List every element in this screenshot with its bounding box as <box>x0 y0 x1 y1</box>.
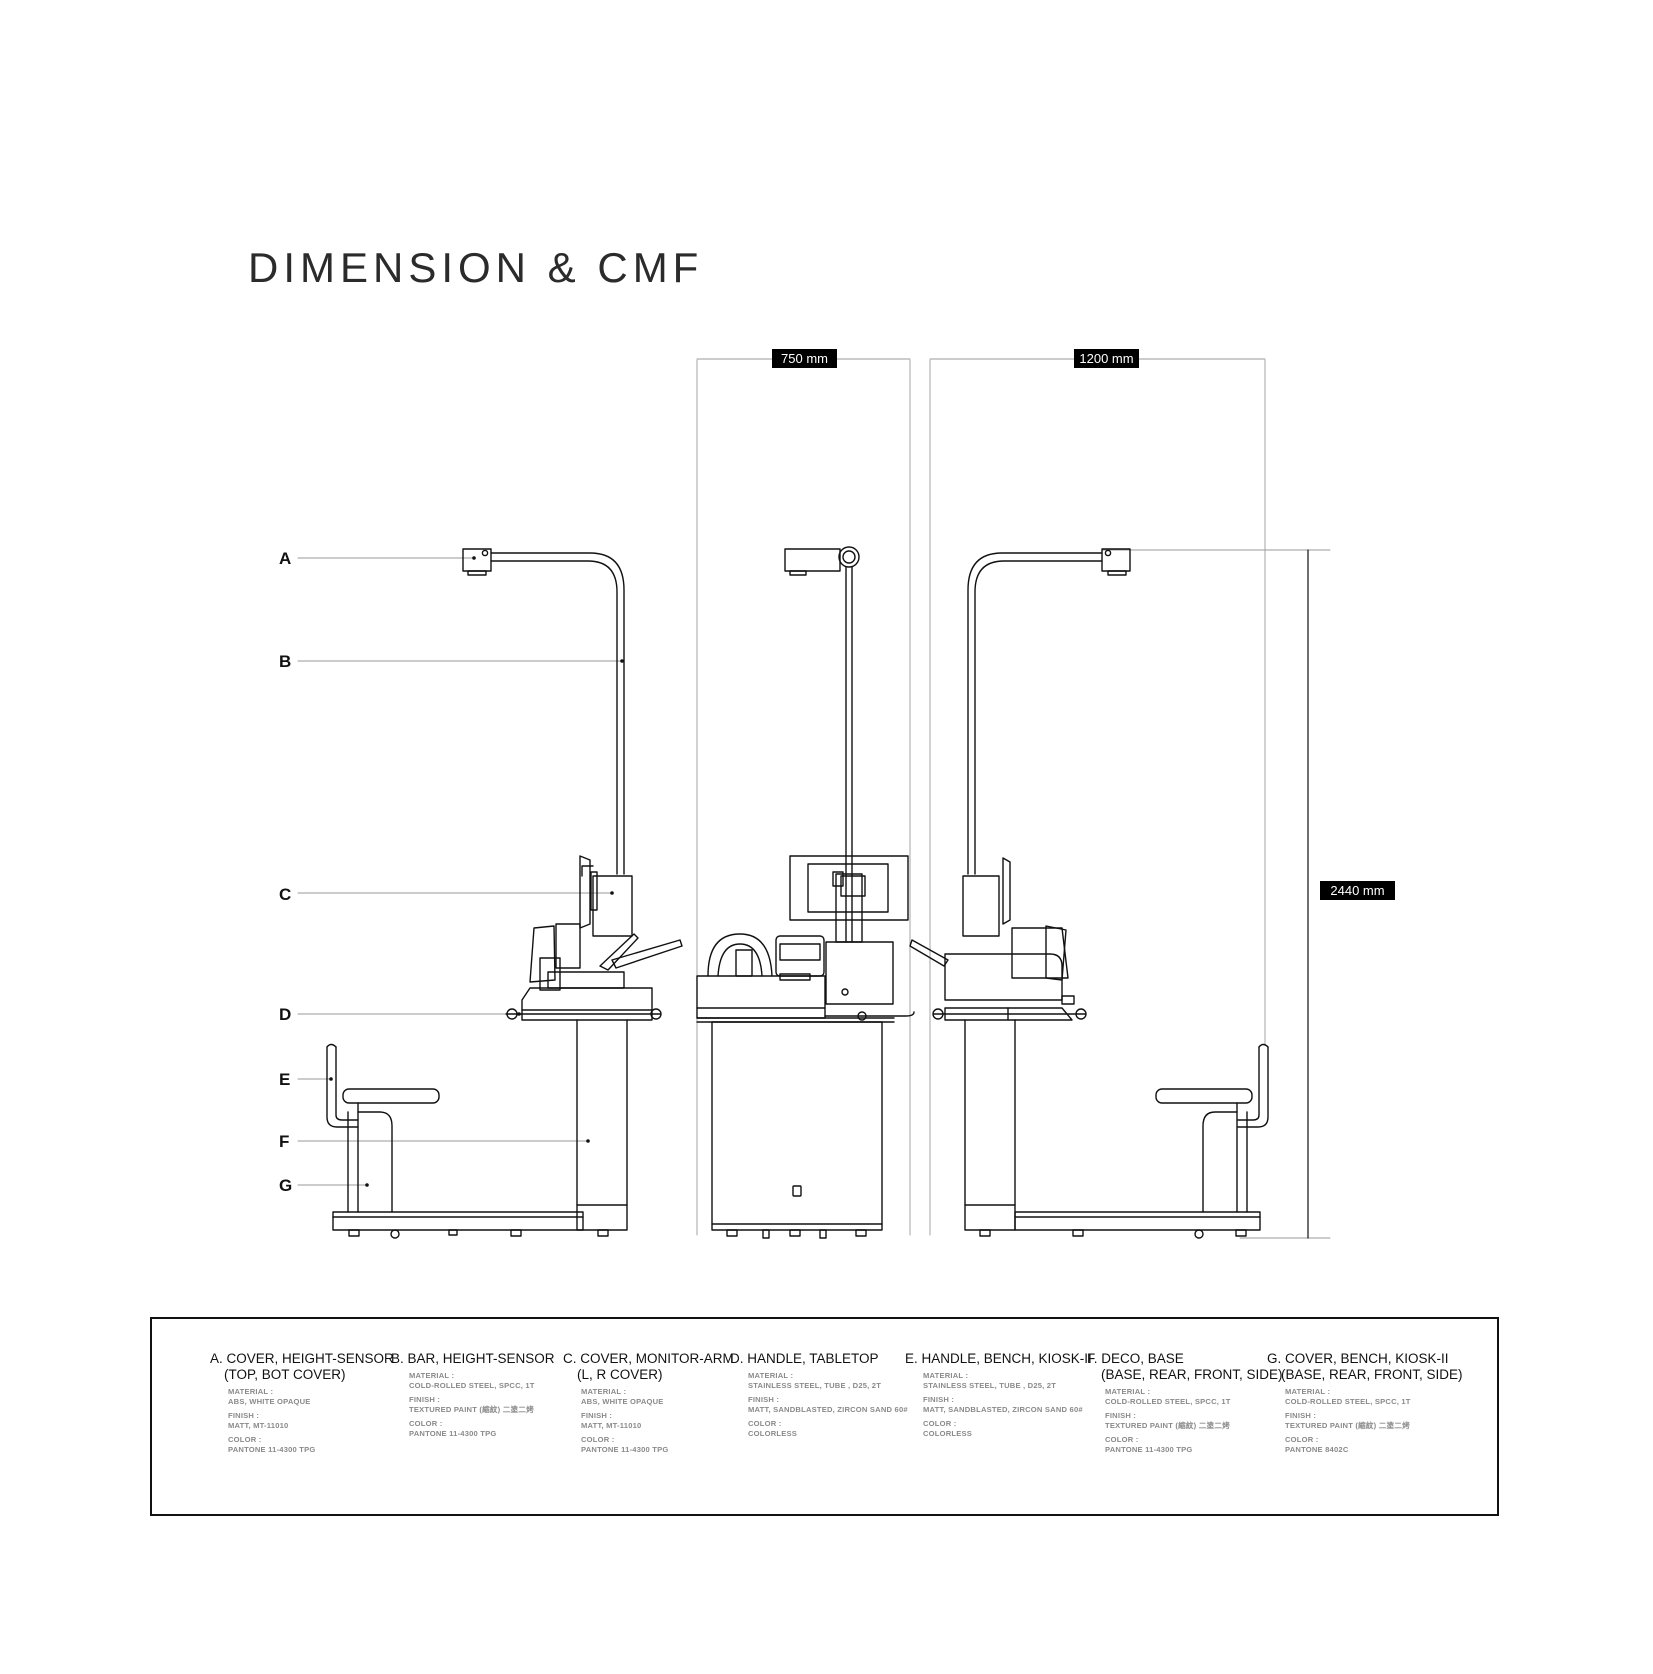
color-value: PANTONE 8402C <box>1285 1444 1349 1454</box>
dimension-width-text: 1200 mm <box>1079 351 1133 366</box>
legend-item-specs: MATERIAL : STAINLESS STEEL, TUBE , D25, … <box>923 1371 1092 1439</box>
color-label: COLOR : <box>409 1419 443 1429</box>
finish-label: FINISH : <box>228 1411 260 1421</box>
color-label: COLOR : <box>1105 1435 1139 1445</box>
callout-letter-e: E <box>279 1070 290 1089</box>
finish-value: MATT, SANDBLASTED, ZIRCON SAND 60# <box>748 1404 908 1414</box>
finish-value: MATT, MT-11010 <box>581 1420 642 1430</box>
finish-value: MATT, SANDBLASTED, ZIRCON SAND 60# <box>923 1404 1083 1414</box>
color-label: COLOR : <box>581 1435 615 1445</box>
legend-item-title: A. COVER, HEIGHT-SENSOR <box>210 1351 394 1366</box>
material-value: ABS, WHITE OPAQUE <box>228 1396 311 1406</box>
callout-letter-g: G <box>279 1176 292 1195</box>
color-value: PANTONE 11-4300 TPG <box>581 1444 669 1454</box>
legend-item-title: C. COVER, MONITOR-ARM <box>563 1351 734 1366</box>
color-value: COLORLESS <box>923 1428 973 1438</box>
dimension-label-height: 2440 mm <box>1320 881 1395 900</box>
legend-item-specs: MATERIAL : COLD-ROLLED STEEL, SPCC, 1T F… <box>409 1371 555 1439</box>
callout-dots <box>329 556 624 1187</box>
legend-item-specs: MATERIAL : COLD-ROLLED STEEL, SPCC, 1T F… <box>1285 1387 1463 1455</box>
legend-item-subtitle: (L, R COVER) <box>577 1367 663 1382</box>
legend-item-g: G. COVER, BENCH, KIOSK-II (BASE, REAR, F… <box>1267 1351 1463 1460</box>
finish-value: MATT, MT-11010 <box>228 1420 289 1430</box>
legend-item-title: F. DECO, BASE <box>1087 1351 1184 1366</box>
page-title: DIMENSION & CMF <box>248 244 704 291</box>
material-value: COLD-ROLLED STEEL, SPCC, 1T <box>409 1380 535 1390</box>
color-value: PANTONE 11-4300 TPG <box>1105 1444 1193 1454</box>
color-label: COLOR : <box>923 1419 957 1429</box>
dimension-guides <box>696 358 1331 1239</box>
callout-letter-a: A <box>279 549 291 568</box>
legend-item-title: D. HANDLE, TABLETOP <box>730 1351 879 1366</box>
color-value: PANTONE 11-4300 TPG <box>409 1428 497 1438</box>
finish-label: FINISH : <box>409 1395 441 1405</box>
dimension-label-width: 1200 mm <box>1074 349 1139 368</box>
legend-item-subtitle: (BASE, REAR, FRONT, SIDE) <box>1101 1367 1283 1382</box>
legend-item-d: D. HANDLE, TABLETOP MATERIAL : STAINLESS… <box>730 1351 908 1444</box>
legend-item-title: G. COVER, BENCH, KIOSK-II <box>1267 1351 1449 1366</box>
legend-item-a: A. COVER, HEIGHT-SENSOR (TOP, BOT COVER)… <box>210 1351 394 1460</box>
kiosk-front-view-center <box>696 546 915 1239</box>
color-label: COLOR : <box>1285 1435 1319 1445</box>
kiosk-side-view-left <box>326 548 683 1239</box>
finish-value: TEXTURED PAINT (縮紋) 二塗二烤 <box>1105 1420 1230 1430</box>
finish-label: FINISH : <box>748 1395 780 1405</box>
legend-item-specs: MATERIAL : ABS, WHITE OPAQUE FINISH : MA… <box>228 1387 394 1455</box>
legend-item-subtitle: (TOP, BOT COVER) <box>224 1367 346 1382</box>
finish-label: FINISH : <box>581 1411 613 1421</box>
material-value: STAINLESS STEEL, TUBE , D25, 2T <box>923 1380 1057 1390</box>
material-label: MATERIAL : <box>748 1371 794 1380</box>
material-value: ABS, WHITE OPAQUE <box>581 1396 664 1406</box>
finish-label: FINISH : <box>1105 1411 1137 1421</box>
dimension-depth-text: 750 mm <box>781 351 828 366</box>
legend-item-title: B. BAR, HEIGHT-SENSOR <box>391 1351 555 1366</box>
legend-item-subtitle: (BASE, REAR, FRONT, SIDE) <box>1281 1367 1463 1382</box>
material-label: MATERIAL : <box>923 1371 969 1380</box>
finish-value: TEXTURED PAINT (縮紋) 二塗二烤 <box>409 1404 534 1414</box>
callout-letter-d: D <box>279 1005 291 1024</box>
finish-value: TEXTURED PAINT (縮紋) 二塗二烤 <box>1285 1420 1410 1430</box>
legend-item-specs: MATERIAL : ABS, WHITE OPAQUE FINISH : MA… <box>581 1387 734 1455</box>
material-label: MATERIAL : <box>409 1371 455 1380</box>
material-value: COLD-ROLLED STEEL, SPCC, 1T <box>1285 1396 1411 1406</box>
callout-letter-f: F <box>279 1132 289 1151</box>
color-value: COLORLESS <box>748 1428 798 1438</box>
legend-item-f: F. DECO, BASE (BASE, REAR, FRONT, SIDE) … <box>1087 1351 1283 1460</box>
kiosk-side-view-right <box>909 548 1269 1239</box>
material-label: MATERIAL : <box>1105 1387 1151 1396</box>
finish-label: FINISH : <box>923 1395 955 1405</box>
color-value: PANTONE 11-4300 TPG <box>228 1444 316 1454</box>
legend-item-c: C. COVER, MONITOR-ARM (L, R COVER) MATER… <box>563 1351 734 1460</box>
legend-item-specs: MATERIAL : COLD-ROLLED STEEL, SPCC, 1T F… <box>1105 1387 1283 1455</box>
callout-letter-c: C <box>279 885 291 904</box>
color-label: COLOR : <box>228 1435 262 1445</box>
material-value: COLD-ROLLED STEEL, SPCC, 1T <box>1105 1396 1231 1406</box>
material-value: STAINLESS STEEL, TUBE , D25, 2T <box>748 1380 882 1390</box>
cmf-legend: A. COVER, HEIGHT-SENSOR (TOP, BOT COVER)… <box>150 1317 1499 1516</box>
finish-label: FINISH : <box>1285 1411 1317 1421</box>
legend-item-b: B. BAR, HEIGHT-SENSOR MATERIAL : COLD-RO… <box>391 1351 555 1444</box>
material-label: MATERIAL : <box>1285 1387 1331 1396</box>
dimension-label-depth: 750 mm <box>772 349 837 368</box>
material-label: MATERIAL : <box>581 1387 627 1396</box>
legend-item-e: E. HANDLE, BENCH, KIOSK-II MATERIAL : ST… <box>905 1351 1092 1444</box>
legend-item-specs: MATERIAL : STAINLESS STEEL, TUBE , D25, … <box>748 1371 908 1439</box>
callout-letter-b: B <box>279 652 291 671</box>
material-label: MATERIAL : <box>228 1387 274 1396</box>
dimension-height-text: 2440 mm <box>1330 883 1384 898</box>
legend-item-title: E. HANDLE, BENCH, KIOSK-II <box>905 1351 1092 1366</box>
callout-leaders <box>297 557 623 1186</box>
color-label: COLOR : <box>748 1419 782 1429</box>
